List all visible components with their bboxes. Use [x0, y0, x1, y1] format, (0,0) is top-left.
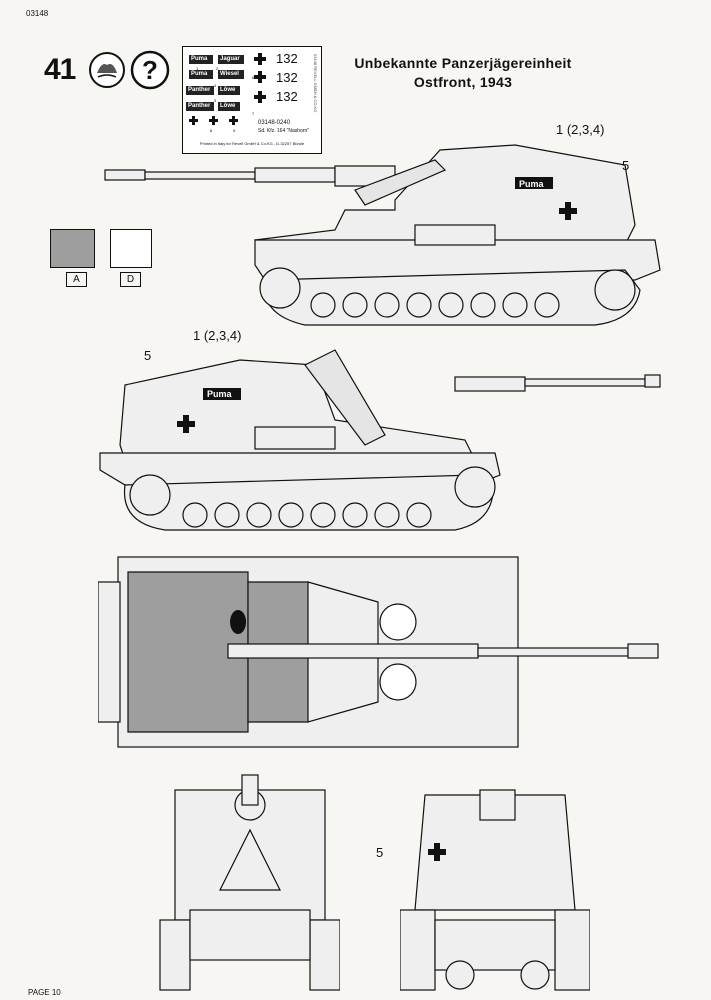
decal-sheet-code: 03148-0240	[258, 120, 291, 126]
decal-index-4: 4	[214, 83, 217, 88]
callout-side-bottom-cross: 5	[144, 348, 152, 363]
side-view-left-drawing	[104, 144, 661, 326]
step-number: 41	[44, 53, 76, 86]
decal-index-2: 2	[216, 66, 219, 71]
decal-name-4: Wiesel	[220, 71, 239, 77]
document-number: 03148	[26, 9, 49, 18]
decal-number-1: 132	[276, 51, 298, 66]
decal-number-3: 132	[276, 89, 298, 104]
marking-puma-top: Puma	[519, 179, 544, 189]
paint-swatch-d	[110, 229, 152, 268]
decal-name-8: Löwe	[220, 103, 236, 109]
decal-index-5: 6	[252, 75, 255, 80]
decal-sheet-vehicle: Sd. Kfz. 164 "Nashorn"	[258, 128, 310, 134]
paint-swatch-a	[50, 229, 95, 268]
decal-index-8: 9	[233, 128, 236, 133]
front-view-drawing	[400, 789, 590, 991]
svg-text:?: ?	[142, 55, 158, 85]
callout-side-bottom-name: 1 (2,3,4)	[193, 328, 242, 343]
side-view-right-drawing	[99, 349, 661, 531]
rear-view-drawing	[159, 774, 340, 991]
scheme-subtitle: Ostfront, 1943	[413, 74, 513, 90]
decal-side-code: 03148 REVELL GMBH & CO.KG	[313, 54, 318, 112]
decal-name-1: Puma	[191, 56, 208, 62]
callout-side-top-cross: 5	[622, 158, 630, 173]
paint-code-d: D	[120, 272, 141, 287]
decal-index-3: 3	[214, 98, 217, 103]
decal-name-5: Panther	[188, 87, 211, 93]
callout-front-cross: 5	[376, 845, 384, 860]
decal-water-icon	[89, 52, 125, 88]
scheme-title: Unbekannte Panzerjägereinheit	[354, 55, 572, 71]
top-view-drawing	[98, 556, 659, 748]
decal-name-2: Jaguar	[220, 56, 240, 62]
decal-name-3: Puma	[191, 71, 208, 77]
question-icon: ?	[130, 50, 170, 90]
decal-name-6: Löwe	[220, 87, 236, 93]
decal-sheet-art: 03148 REVELL GMBH & CO.KG	[186, 53, 318, 125]
decal-index-6: 7	[252, 111, 255, 116]
decal-index-7: 8	[210, 128, 213, 133]
decal-number-2: 132	[276, 70, 298, 85]
marking-puma-bottom: Puma	[207, 389, 232, 399]
decal-sheet-printed-note: Printed in Italy for Revell GmbH & Co.KG…	[199, 141, 305, 146]
paint-code-a: A	[66, 272, 87, 287]
callout-side-top-name: 1 (2,3,4)	[556, 122, 605, 137]
decal-index-1: 1	[196, 66, 199, 71]
decal-name-7: Panther	[188, 103, 211, 109]
page-label: PAGE 10	[28, 988, 61, 997]
